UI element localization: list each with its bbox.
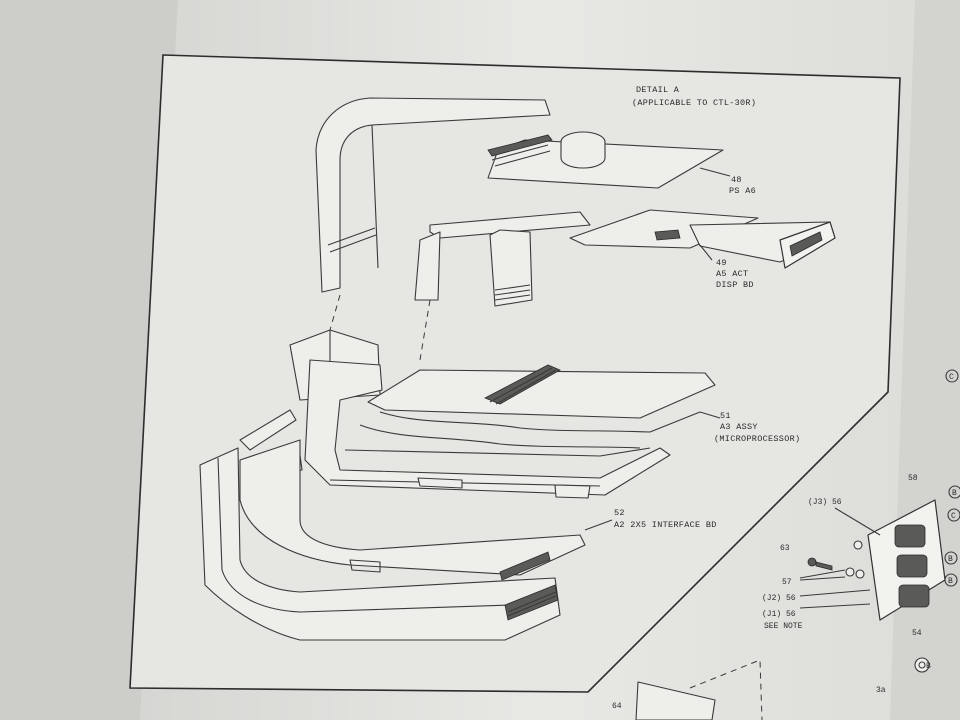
ps-a6-assembly <box>315 97 731 293</box>
label-c-1: C <box>949 373 954 382</box>
label-b-4: B <box>926 662 931 671</box>
label-57: 57 <box>782 578 792 587</box>
label-b-3: B <box>948 577 953 586</box>
label-j3: (J3) 56 <box>808 498 842 507</box>
callout-51-num: 51 <box>720 411 731 421</box>
detail-subtitle: (APPLICABLE TO CTL-30R) <box>632 98 756 108</box>
a5-act-disp-bd <box>414 209 836 307</box>
connector-panel <box>635 369 960 720</box>
callout-48-text: PS A6 <box>729 186 756 196</box>
callout-51-text2: (MICROPROCESSOR) <box>714 434 800 444</box>
label-63: 63 <box>780 544 790 553</box>
callout-48-num: 48 <box>731 175 742 185</box>
callout-49-num: 49 <box>716 258 727 268</box>
callout-51-text1: A3 ASSY <box>720 422 758 432</box>
label-c-2: C <box>951 512 956 521</box>
callout-52-num: 52 <box>614 508 625 518</box>
label-j2: (J2) 56 <box>762 594 796 603</box>
label-58: 58 <box>908 474 918 483</box>
callout-49-text2: DISP BD <box>716 280 754 290</box>
label-3a: 3a <box>876 686 886 695</box>
label-64: 64 <box>612 702 622 711</box>
detail-title: DETAIL A <box>636 85 680 95</box>
bottom-housing <box>199 447 561 641</box>
label-j1: (J1) 56 <box>762 610 796 619</box>
label-b-2: B <box>948 555 953 564</box>
a2-interface-bd <box>239 439 613 581</box>
label-see-note: SEE NOTE <box>764 622 803 631</box>
label-54: 54 <box>912 629 922 638</box>
callout-52-text: A2 2X5 INTERFACE BD <box>614 520 717 530</box>
callout-49-text1: A5 ACT <box>716 269 748 279</box>
label-b-1: B <box>952 489 957 498</box>
